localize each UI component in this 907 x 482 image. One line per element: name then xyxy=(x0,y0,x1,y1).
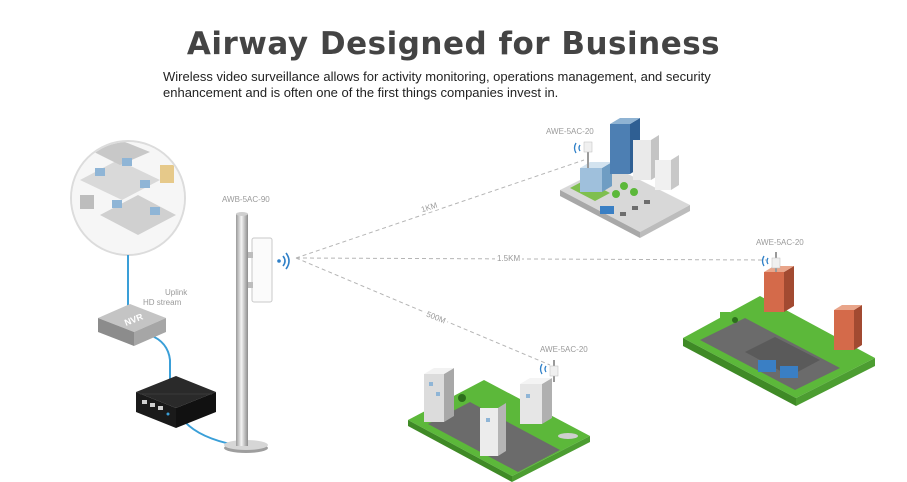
subtitle-line-1: Wireless video surveillance allows for a… xyxy=(163,69,711,84)
remote-device-label-1-5km: AWE-5AC-20 xyxy=(756,238,804,247)
page-title: Airway Designed for Business xyxy=(186,26,721,62)
subtitle-line-2: enhancement and is often one of the firs… xyxy=(163,85,559,100)
remote-device-label-500m: AWE-5AC-20 xyxy=(540,345,588,354)
nvr-to-pc-cable xyxy=(149,334,171,382)
distance-label-1-5km: 1.5KM xyxy=(495,254,523,263)
link-line-1-5km xyxy=(295,257,767,261)
wifi-signal-icon xyxy=(277,252,290,270)
link-line-500m xyxy=(295,257,551,366)
pc-to-pole-cable xyxy=(184,421,236,446)
wireless-link-lines xyxy=(295,159,767,366)
link-line-1km xyxy=(295,159,585,259)
monitoring-room-icon xyxy=(70,140,186,256)
uplink-label-line-1: Uplink xyxy=(165,288,188,297)
building-cluster-icon xyxy=(560,118,690,238)
page-subtitle: Wireless video surveillance allows for a… xyxy=(163,69,803,101)
remote-device-label-1km: AWE-5AC-20 xyxy=(546,127,594,136)
building-cluster-icon xyxy=(408,360,590,482)
industrial-pc-icon xyxy=(136,376,216,428)
uplink-label-line-2: HD stream xyxy=(143,298,182,307)
base-device-label: AWB-5AC-90 xyxy=(222,195,270,204)
antenna-pole-icon xyxy=(224,212,273,453)
nvr-box-icon: NVR xyxy=(98,304,166,346)
building-cluster-icon xyxy=(683,252,875,406)
